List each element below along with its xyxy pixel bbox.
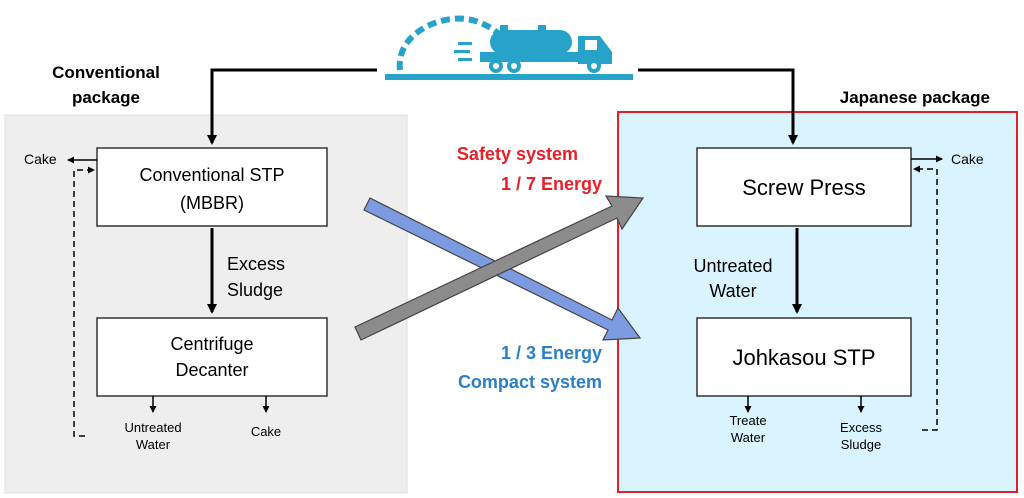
- conventional-stp-label-line2: (MBBR): [180, 193, 244, 213]
- excess-sludge-label-line2: Sludge: [227, 280, 283, 300]
- excess-sludge-label-line1: Excess: [227, 254, 285, 274]
- japanese-title: Japanese package: [840, 88, 990, 107]
- gray-transition-arrow: [354, 195, 645, 341]
- conventional-untreated-label-line1: Untreated: [124, 420, 181, 435]
- johkasou-stp-label: Johkasou STP: [732, 345, 875, 370]
- conventional-cake-bottom-label: Cake: [251, 424, 281, 439]
- conventional-title-line2: package: [72, 88, 140, 107]
- centrifuge-decanter-box: [96, 317, 328, 397]
- conventional-cake-top-label: Cake: [24, 151, 57, 167]
- japanese-untreated-label-line1: Untreated: [693, 256, 772, 276]
- japanese-excess-sludge-label-line2: Sludge: [841, 437, 881, 452]
- conventional-stp-box: [96, 147, 328, 227]
- conventional-stp-label-line1: Conventional STP: [139, 165, 284, 185]
- vacuum-truck-icon: [385, 15, 633, 80]
- safety-energy-label: 1 / 7 Energy: [501, 174, 602, 194]
- treate-water-label-line2: Water: [731, 430, 766, 445]
- compact-energy-label: 1 / 3 Energy: [501, 343, 602, 363]
- japanese-excess-sludge-label-line1: Excess: [840, 420, 882, 435]
- feed-connectors: [207, 68, 798, 145]
- conventional-untreated-label-line2: Water: [136, 437, 171, 452]
- screw-press-box: [696, 147, 912, 227]
- japanese-untreated-label-line2: Water: [709, 281, 756, 301]
- compact-system-label: Compact system: [458, 372, 602, 392]
- centrifuge-label-line1: Centrifuge: [170, 334, 253, 354]
- japanese-cake-label: Cake: [951, 151, 984, 167]
- safety-system-label: Safety system: [457, 144, 578, 164]
- treate-water-label-line1: Treate: [729, 413, 766, 428]
- conventional-title-line1: Conventional: [52, 63, 160, 82]
- johkasou-stp-box: [696, 317, 912, 397]
- internal-flows: [67, 155, 943, 437]
- centrifuge-label-line2: Decanter: [175, 360, 248, 380]
- screw-press-label: Screw Press: [742, 175, 865, 200]
